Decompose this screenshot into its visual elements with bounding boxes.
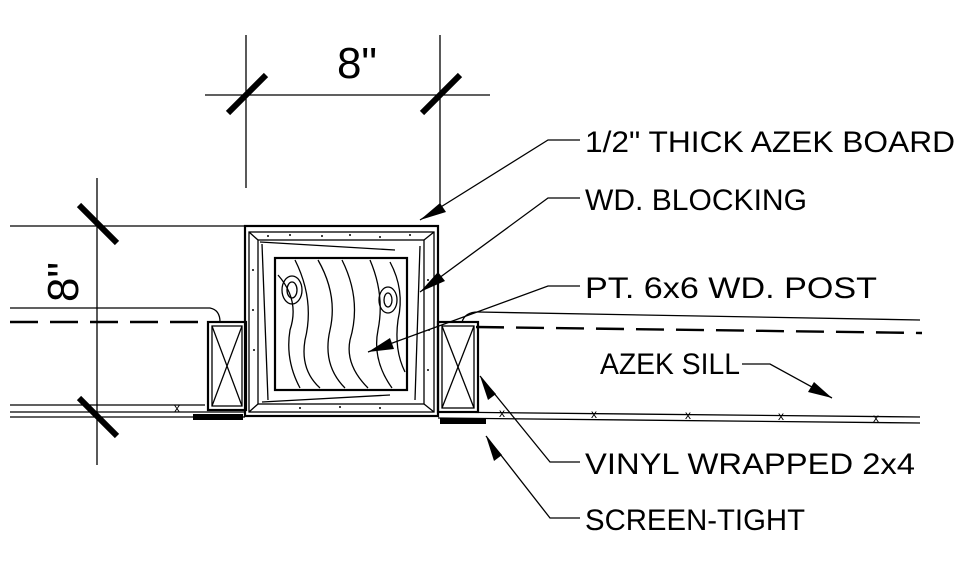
horizontal-dimension-label: 8" — [337, 39, 377, 88]
vinyl-wrapped-2x4-right — [436, 320, 480, 414]
svg-text:x: x — [174, 401, 180, 415]
wood-grain — [277, 259, 406, 389]
label-vinyl-wrapped: VINYL WRAPPED 2x4 — [585, 448, 915, 481]
labels: 1/2" THICK AZEK BOARD WD. BLOCKING PT. 6… — [585, 126, 955, 537]
horizontal-dimension: 8" — [205, 35, 490, 210]
arrow-post — [368, 338, 394, 352]
left-wall-lines — [10, 307, 245, 418]
arrow-azek-sill — [808, 382, 832, 398]
arrow-azek-board — [420, 203, 446, 220]
svg-text:x: x — [778, 409, 784, 423]
label-azek-board: 1/2" THICK AZEK BOARD — [585, 126, 955, 159]
fastener-markers: x x x x x x — [174, 401, 879, 425]
label-screen-tight: SCREEN-TIGHT — [585, 504, 805, 537]
dimension-tick-right — [419, 72, 463, 116]
label-post: PT. 6x6 WD. POST — [585, 272, 877, 305]
vertical-dimension-label: 8" — [39, 262, 88, 302]
svg-text:x: x — [591, 407, 597, 421]
post-assembly — [243, 224, 440, 418]
label-wd-blocking: WD. BLOCKING — [585, 184, 807, 217]
dimension-tick-left — [225, 72, 269, 116]
screen-tight-strips — [193, 414, 486, 424]
svg-text:x: x — [685, 408, 691, 422]
svg-text:x: x — [873, 411, 879, 425]
svg-text:x: x — [499, 406, 505, 420]
vinyl-wrapped-2x4-left — [206, 320, 248, 412]
arrow-screen-tight — [486, 436, 502, 461]
leaders — [367, 139, 833, 519]
arrow-vinyl-wrapped — [480, 376, 496, 400]
arrow-wd-blocking — [420, 272, 445, 292]
label-azek-sill: AZEK SILL — [600, 348, 740, 381]
dimension-tick-top — [76, 202, 120, 246]
